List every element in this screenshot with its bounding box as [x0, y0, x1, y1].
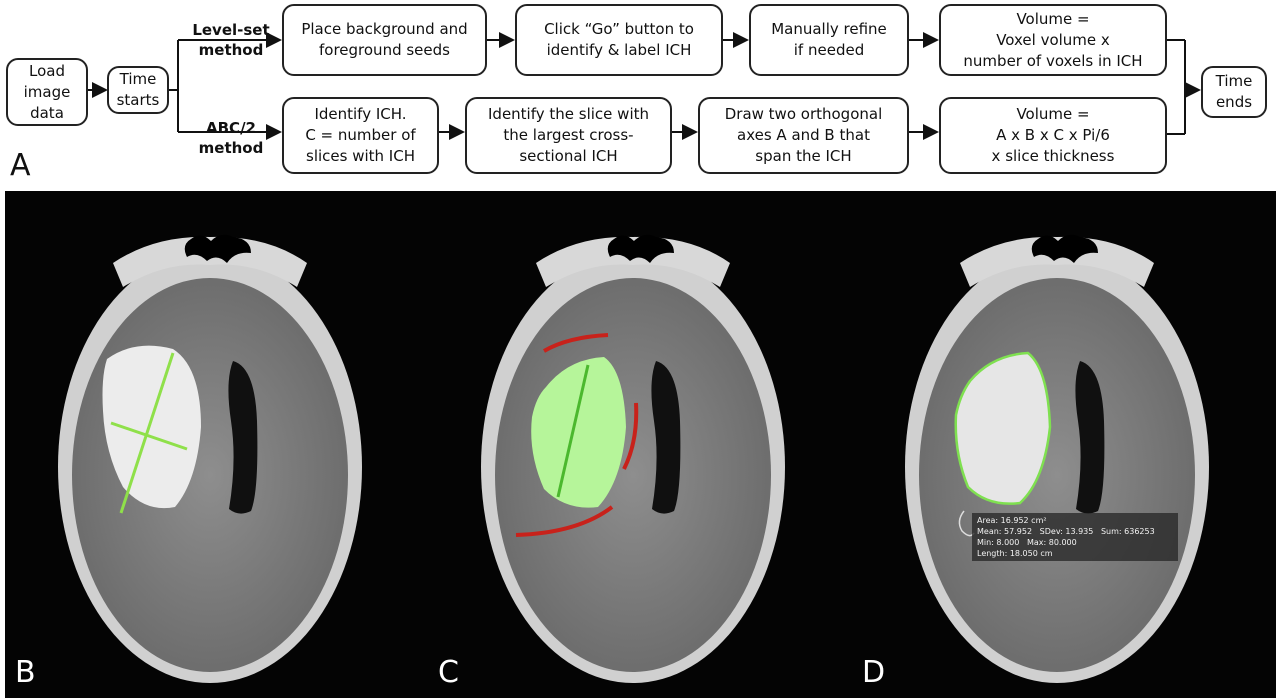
panel-label-a: A: [10, 148, 31, 183]
levelset-step-4: Volume = Voxel volume x number of voxels…: [939, 4, 1167, 76]
time-starts-box: Time starts: [107, 66, 169, 114]
measure-mean: Mean: 57.952 SDev: 13.935 Sum: 636253: [977, 527, 1155, 536]
background-seed-arc: [622, 402, 639, 470]
abc2-method-label: ABC/2 method: [198, 119, 264, 157]
frontal-bone: [960, 236, 1154, 287]
abc2-step-1: Identify ICH. C = number of slices with …: [282, 97, 439, 174]
brain: [919, 278, 1195, 672]
ct-image-b: [58, 234, 362, 683]
ct-panel-b: B: [5, 191, 429, 698]
time-ends-box: Time ends: [1201, 66, 1267, 118]
measure-area: Area: 16.952 cm²: [977, 516, 1047, 525]
sinus-air: [1031, 234, 1098, 263]
abc2-step-4: Volume = A x B x C x Pi/6 x slice thickn…: [939, 97, 1167, 174]
measure-minmax: Min: 8.000 Max: 80.000: [977, 538, 1077, 547]
ventricle: [1075, 361, 1105, 514]
abc2-step-3: Draw two orthogonal axes A and B that sp…: [698, 97, 909, 174]
measurement-pointer: [958, 510, 975, 537]
sinus-air: [184, 234, 251, 263]
panel-label-b: B: [15, 655, 36, 690]
levelset-step-2: Click “Go” button to identify & label IC…: [515, 4, 723, 76]
levelset-step-1: Place background and foreground seeds: [282, 4, 487, 76]
hemorrhage: [102, 345, 201, 509]
background-seed-arc: [515, 505, 614, 537]
panel-label-d: D: [862, 655, 886, 690]
ct-image-d: [905, 234, 1209, 683]
ventricle: [228, 361, 258, 514]
frontal-bone: [536, 236, 730, 287]
frontal-bone: [113, 236, 307, 287]
flowchart: Load image data Time starts Level-set me…: [0, 0, 1280, 190]
ct-panel-c: C: [428, 191, 852, 698]
flow-connectors: [88, 32, 1201, 140]
load-image-box: Load image data: [6, 58, 88, 126]
levelset-method-label: Level-set method: [192, 21, 270, 59]
measurement-box: Area: 16.952 cm² Mean: 57.952 SDev: 13.9…: [972, 513, 1178, 561]
measure-length: Length: 18.050 cm: [977, 549, 1053, 558]
axis-a-line: [119, 352, 175, 514]
ct-image-c: [481, 234, 785, 683]
levelset-step-3: Manually refine if needed: [749, 4, 909, 76]
seed-line: [556, 364, 590, 498]
abc2-step-2: Identify the slice with the largest cros…: [465, 97, 672, 174]
panel-label-c: C: [438, 655, 459, 690]
segmentation-contour: [954, 351, 1052, 505]
brain: [495, 278, 771, 672]
sinus-air: [607, 234, 674, 263]
brain: [72, 278, 348, 672]
background-seed-arc: [542, 333, 609, 353]
level-set-overlay: [531, 357, 626, 508]
ct-panel-d: Area: 16.952 cm² Mean: 57.952 SDev: 13.9…: [852, 191, 1276, 698]
ventricle: [651, 361, 681, 514]
axis-b-line: [110, 421, 188, 451]
